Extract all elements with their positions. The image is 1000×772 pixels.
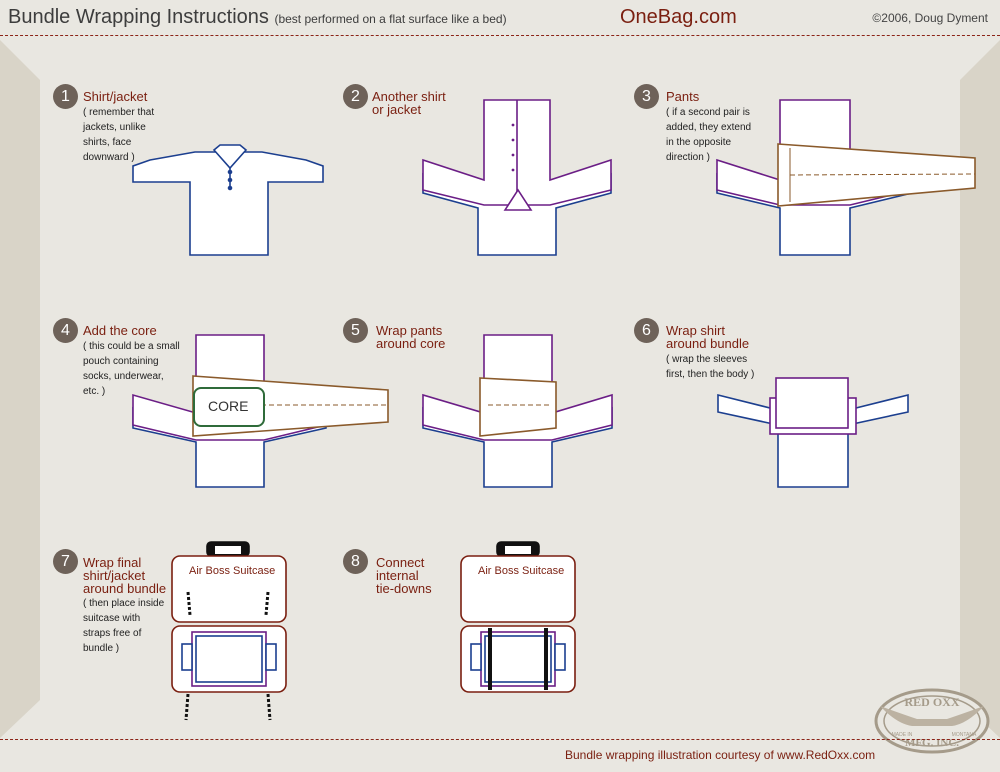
step-7-suitcase-illustration: [171, 541, 287, 721]
red-oxx-logo: RED OXX MFG. INC. MADE IN MONTANA: [874, 688, 990, 754]
step-5-number: 5: [343, 318, 368, 343]
footer-divider: [0, 739, 1000, 740]
brand-link[interactable]: OneBag.com: [620, 6, 737, 28]
step-7-number: 7: [53, 549, 78, 574]
step-6-wrapped-illustration: [717, 377, 909, 488]
step-3-title: Pants: [666, 89, 700, 104]
step-8-suitcase-illustration: [460, 541, 576, 693]
step-1-title: Shirt/jacket: [83, 89, 148, 104]
svg-text:MFG. INC.: MFG. INC.: [905, 737, 959, 749]
step-5-wrapped-illustration: [422, 334, 613, 488]
footer-credit: Bundle wrapping illustration courtesy of…: [565, 748, 876, 762]
header-divider: [0, 35, 1000, 36]
step-8-number: 8: [343, 549, 368, 574]
step-8-suitcase-label: Air Boss Suitcase: [478, 565, 565, 577]
step-3-number: 3: [634, 84, 659, 109]
step-3-pants-illustration: [716, 99, 976, 256]
step-1-number: 1: [53, 84, 78, 109]
step-4-number: 4: [53, 318, 78, 343]
svg-text:RED OXX: RED OXX: [904, 695, 959, 709]
core-label: CORE: [208, 398, 249, 414]
step-4-core-illustration: [132, 334, 389, 488]
step-2-shirts-illustration: [422, 99, 612, 256]
step-6-number: 6: [634, 318, 659, 343]
step-4-title: Add the core: [83, 323, 157, 338]
svg-text:MONTANA: MONTANA: [952, 732, 977, 738]
page-title: Bundle Wrapping Instructions (best perfo…: [8, 6, 507, 28]
step-1-shirt-illustration: [132, 144, 324, 256]
page-subtitle: (best performed on a flat surface like a…: [274, 12, 507, 26]
svg-text:MADE IN: MADE IN: [892, 732, 913, 738]
step-2-number: 2: [343, 84, 368, 109]
step-7-suitcase-label: Air Boss Suitcase: [189, 565, 276, 577]
copyright: ©2006, Doug Dyment: [872, 11, 988, 25]
